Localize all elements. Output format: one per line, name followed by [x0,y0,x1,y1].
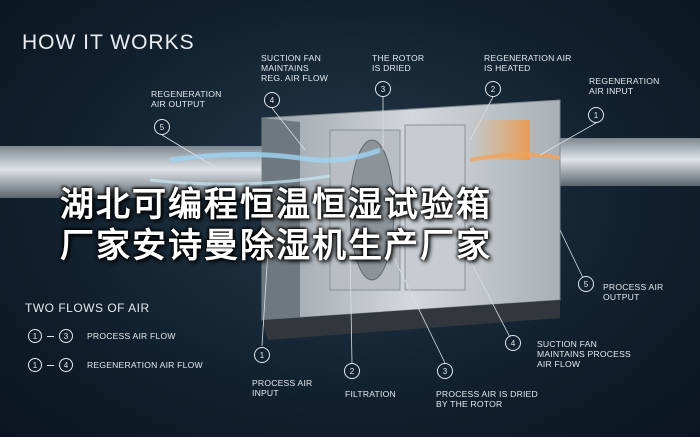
callout-top-1-num: 1 [594,111,599,120]
callout-bottom-4-num: 4 [511,339,516,348]
overlay-title-line-2: 厂家安诗曼除湿机生产厂家 [60,226,492,266]
overlay-title-line-1: 湖北可编程恒温恒湿试验箱 [60,185,492,225]
callout-process-air-input: PROCESS AIR INPUT [252,378,313,398]
callout-suction-fan-reg: SUCTION FAN MAINTAINS REG. AIR FLOW [261,53,329,83]
legend-badge-to: 3 [59,329,73,343]
rotor [349,139,395,281]
callout-regeneration-air-input: REGENERATION AIR INPUT [589,76,660,96]
legend-badge-from: 1 [28,329,42,343]
legend-badge-from: 1 [28,358,42,372]
callout-filtration: FILTRATION [345,389,396,399]
rotor-section [404,124,466,291]
legend-row-process: 1 3 PROCESS AIR FLOW [28,328,176,344]
flows-title: TWO FLOWS OF AIR [25,301,150,315]
callout-top-2-num: 2 [491,85,496,94]
legend-dash [47,364,54,366]
legend-label: PROCESS AIR FLOW [87,331,176,341]
callout-bottom-5-num: 5 [584,280,589,289]
callout-rotor-dried: THE ROTOR IS DRIED [372,53,425,73]
callout-top-4-num: 4 [270,96,275,105]
callout-bottom-1-num: 1 [260,351,265,360]
unit-side [262,118,300,330]
legend-row-regeneration: 1 4 REGENERATION AIR FLOW [28,357,203,373]
callout-process-air-output: PROCESS AIR OUTPUT [603,282,664,302]
unit-base [262,300,560,340]
callout-suction-fan-process: SUCTION FAN MAINTAINS PROCESS AIR FLOW [537,339,631,369]
callout-bottom-3-num: 3 [443,367,448,376]
callout-regeneration-heated: REGENERATION AIR IS HEATED [484,53,572,73]
page-title: HOW IT WORKS [22,31,195,54]
legend-label: REGENERATION AIR FLOW [87,360,203,370]
callout-bottom-2-num: 2 [350,367,355,376]
callout-top-5-num: 5 [160,123,165,132]
legend-dash [47,335,54,337]
legend-badge-to: 4 [59,358,73,372]
callout-top-3-num: 3 [381,85,386,94]
callout-process-air-dried: PROCESS AIR IS DRIED BY THE ROTOR [436,389,538,409]
callout-regeneration-air-output: REGENERATION AIR OUTPUT [151,89,222,109]
